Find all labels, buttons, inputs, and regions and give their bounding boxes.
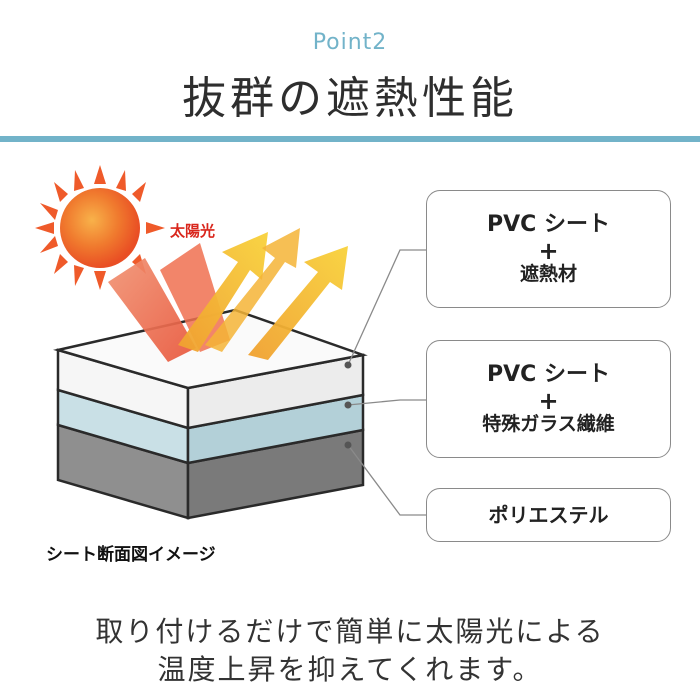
sun-label: 太陽光 — [170, 222, 215, 240]
description-line-2: 温度上昇を抑えてくれます。 — [157, 653, 543, 686]
layer-top-line2: 遮熱材 — [519, 262, 577, 285]
layer-bottom-line1: ポリエステル — [488, 502, 609, 527]
page-title: 抜群の遮熱性能 — [182, 73, 518, 124]
layer-top-plus: + — [538, 236, 559, 265]
incoming-ray — [108, 258, 196, 362]
reflected-arrow-3 — [248, 246, 348, 360]
diagram-caption: シート断面図イメージ — [46, 545, 216, 565]
layer-middle-line1: PVC シート — [487, 362, 610, 388]
reflected-arrow-2 — [205, 228, 300, 352]
reflected-arrow-1 — [178, 232, 268, 352]
layer-label-top: PVC シート + 遮熱材 — [426, 190, 671, 308]
description-line-1: 取り付けるだけで簡単に太陽光による — [95, 615, 605, 648]
layer-middle-plus: + — [538, 386, 559, 415]
leader-dot-1 — [344, 361, 352, 369]
leader-dot-3 — [344, 441, 352, 449]
sun-icon — [35, 165, 165, 290]
leader-lines — [347, 249, 426, 516]
point-label: Point2 — [312, 30, 388, 55]
layer-label-bottom: ポリエステル — [426, 488, 671, 542]
layer-label-middle: PVC シート + 特殊ガラス繊維 — [426, 340, 671, 458]
layer-middle-line2: 特殊ガラス繊維 — [482, 412, 615, 435]
header-divider — [0, 136, 700, 142]
layer-top-line1: PVC シート — [487, 212, 610, 238]
leader-dot-2 — [344, 401, 352, 409]
